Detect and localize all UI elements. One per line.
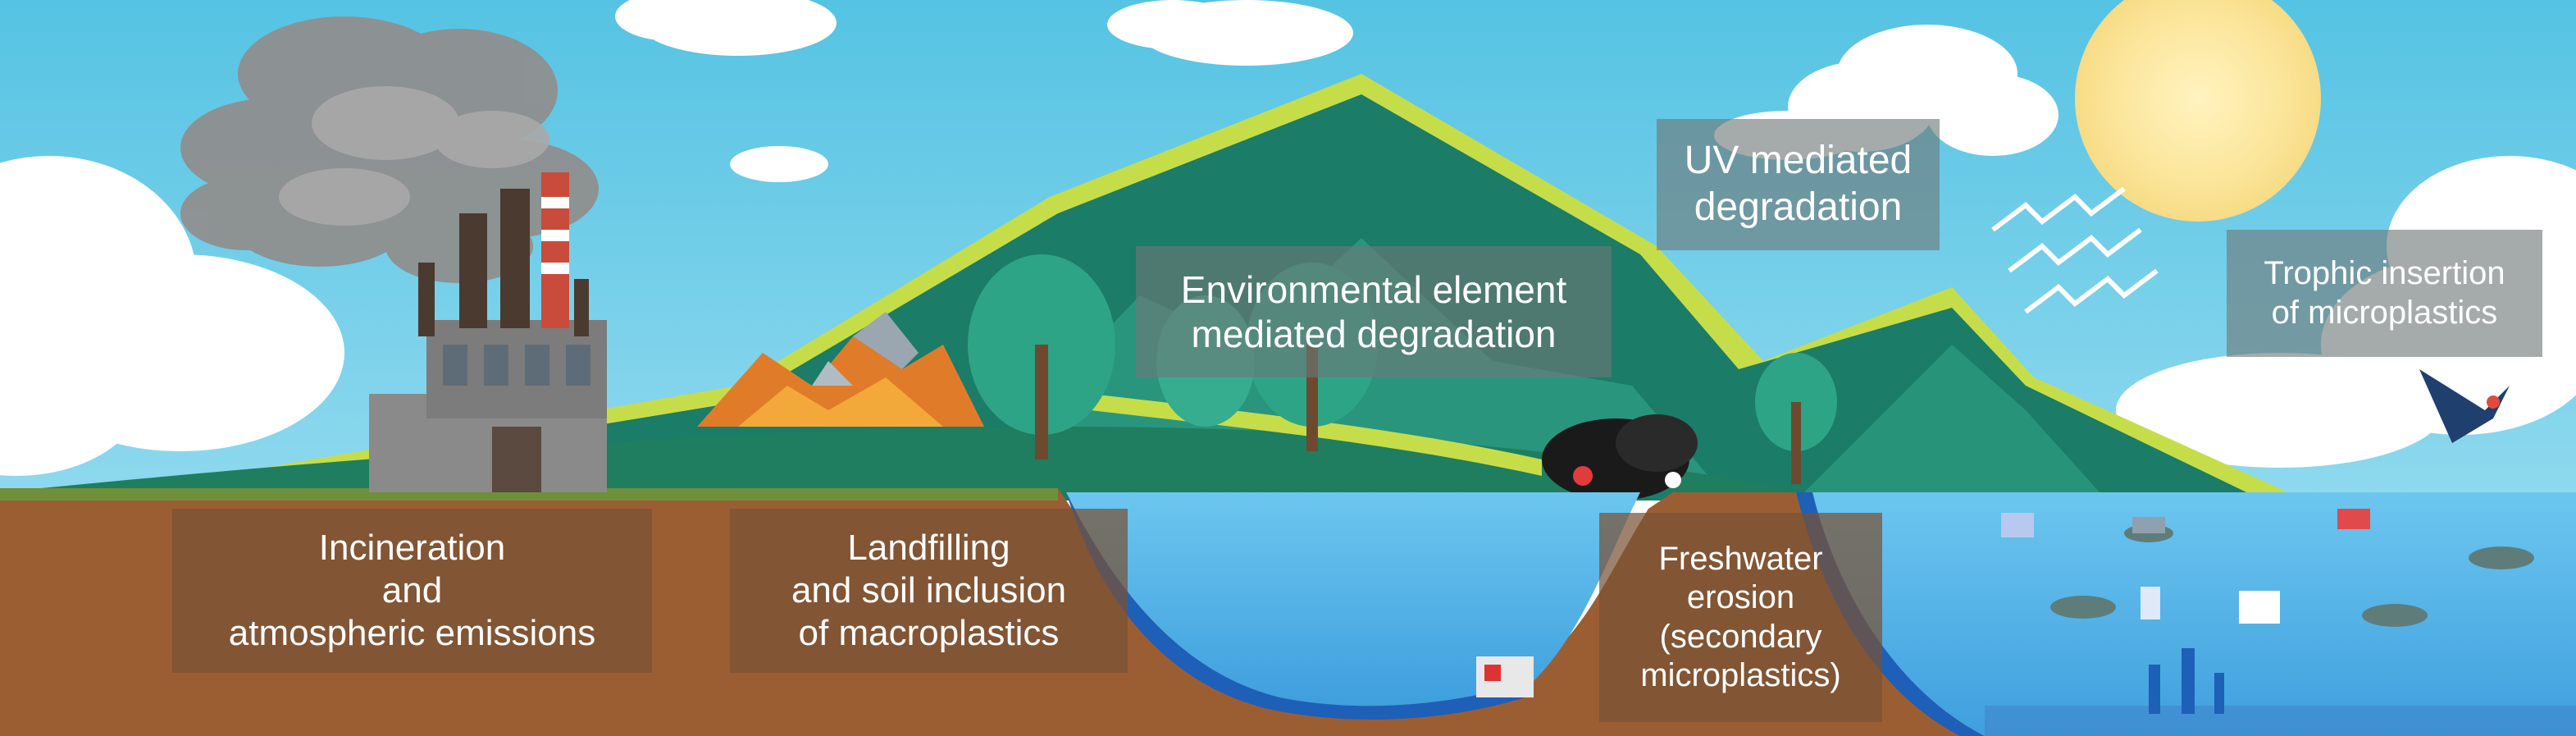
label-environmental-degradation-text: Environmental element mediated degradati… [1180, 267, 1567, 355]
swallow-bird-icon [2419, 369, 2510, 443]
label-uv-degradation-text: UV mediated degradation [1684, 139, 1913, 229]
label-freshwater-erosion-text: Freshwater erosion (secondary microplast… [1640, 541, 1841, 693]
label-trophic-insertion-text: Trophic insertion of microplastics [2264, 255, 2505, 331]
trash-pile [1542, 414, 1698, 501]
sea [1812, 492, 2576, 736]
factory [369, 172, 607, 492]
label-environmental-degradation: Environmental element mediated degradati… [1136, 246, 1612, 377]
label-landfilling-text: Landfilling and soil inclusion of macrop… [791, 528, 1067, 653]
label-incineration-text: Incineration and atmospheric emissions [228, 528, 596, 653]
coral [2149, 648, 2224, 714]
label-landfilling: Landfilling and soil inclusion of macrop… [730, 509, 1128, 673]
plastic-debris [1476, 509, 2370, 697]
uv-rays-icon [1991, 186, 2159, 314]
label-incineration: Incineration and atmospheric emissions [172, 509, 652, 673]
sun [2075, 0, 2321, 222]
label-trophic-insertion: Trophic insertion of microplastics [2227, 230, 2542, 357]
label-freshwater-erosion: Freshwater erosion (secondary microplast… [1599, 513, 1882, 722]
label-uv-degradation: UV mediated degradation [1657, 119, 1940, 250]
landfill-pile [697, 312, 984, 427]
freshwater-basin [1066, 492, 1640, 706]
